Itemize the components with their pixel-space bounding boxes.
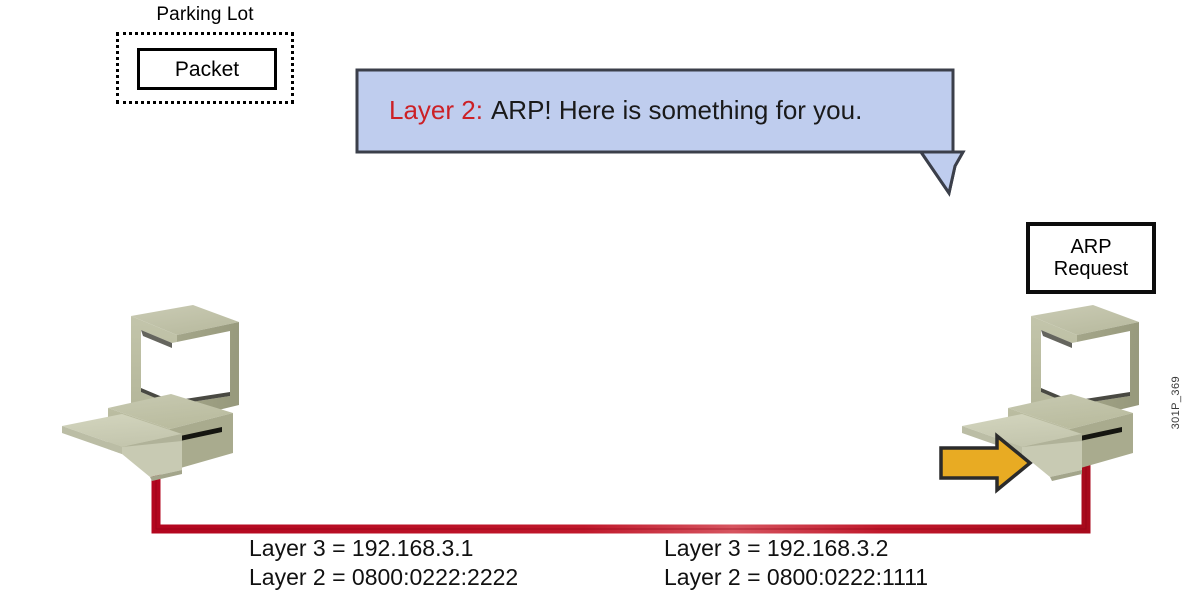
speech-bubble-shape <box>355 68 966 197</box>
computer-right <box>962 305 1139 481</box>
base-top <box>108 394 233 429</box>
host-left-layer3: Layer 3 = 192.168.3.1 <box>249 535 474 561</box>
host-left-labels: Layer 3 = 192.168.3.1 Layer 2 = 0800:022… <box>249 534 518 592</box>
drive-slot <box>180 427 222 441</box>
host-right-layer2: Layer 2 = 0800:0222:1111 <box>664 564 929 591</box>
packet-direction-arrow <box>939 432 1033 494</box>
screen-shadow-top <box>141 330 172 348</box>
monitor-screen-left-face <box>1041 330 1072 405</box>
keyboard-top <box>962 414 1082 447</box>
computer-left <box>62 305 239 481</box>
base-side <box>1070 413 1133 471</box>
keyboard-plate-edge <box>1050 470 1082 481</box>
figure-id-watermark: 301P_369 <box>1170 376 1182 430</box>
monitor-screen <box>1072 331 1130 405</box>
screen-shadow-top <box>1041 330 1072 348</box>
keyboard-plate-edge <box>150 470 182 481</box>
host-right-layer3: Layer 3 = 192.168.3.2 <box>664 535 889 561</box>
keyboard-plate <box>1022 441 1082 477</box>
parking-lot-title: Parking Lot <box>156 4 254 25</box>
monitor-screen <box>172 331 230 405</box>
base-side <box>170 413 233 471</box>
keyboard-plate <box>122 441 182 477</box>
network-cable <box>151 458 1091 534</box>
parking-lot-box: Packet <box>116 32 294 104</box>
packet-label: Packet <box>174 57 240 81</box>
monitor-top <box>131 305 239 335</box>
host-right-labels: Layer 3 = 192.168.3.2 Layer 2 = 0800:022… <box>664 534 928 592</box>
monitor-screen-left-face <box>141 330 172 405</box>
keyboard-top <box>62 414 182 447</box>
arp-request-line1: ARP <box>1070 235 1112 258</box>
drive-slot <box>1080 427 1122 441</box>
monitor-top <box>1031 305 1139 335</box>
packet-box: Packet <box>137 48 277 90</box>
arp-request-line2: Request <box>1053 258 1129 280</box>
arp-request-box: ARP Request <box>1026 222 1156 294</box>
base-top <box>1008 394 1133 429</box>
keyboard-front <box>62 426 122 454</box>
host-left-layer2: Layer 2 = 0800:0222:2222 <box>249 564 519 591</box>
